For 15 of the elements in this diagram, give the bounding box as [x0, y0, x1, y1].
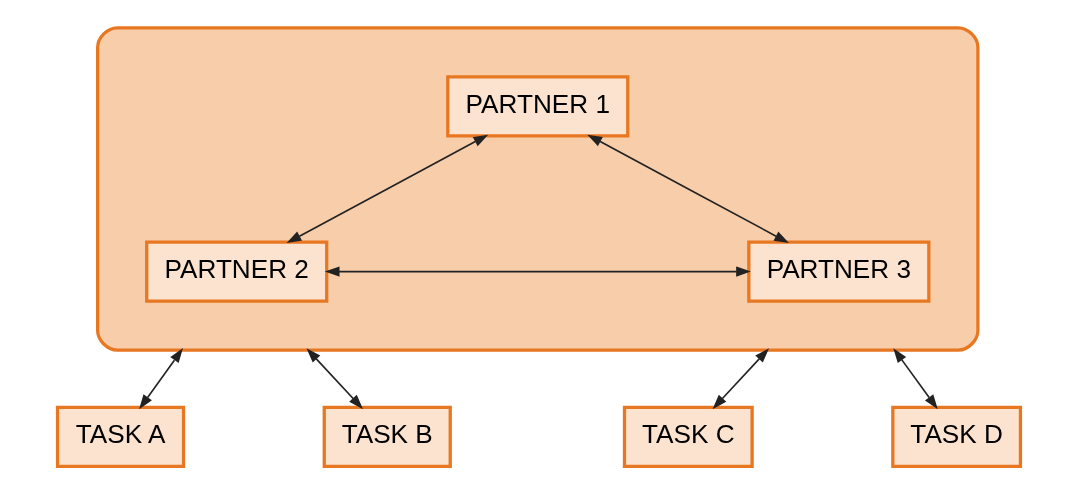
node-box: TASK A — [55, 405, 186, 468]
arrow — [587, 134, 789, 244]
node-box: TASK D — [891, 405, 1023, 468]
arrow — [893, 348, 938, 410]
arrow — [139, 348, 183, 410]
node-box: PARTNER 1 — [446, 75, 630, 138]
cluster — [96, 26, 980, 352]
node-box: TASK C — [622, 405, 754, 468]
arrow — [324, 266, 751, 277]
arrow — [712, 348, 770, 410]
node-box: TASK B — [322, 405, 452, 468]
arrow — [306, 348, 363, 410]
arrow — [286, 134, 489, 244]
node-box: PARTNER 2 — [145, 240, 329, 303]
node-box: PARTNER 3 — [747, 240, 931, 303]
